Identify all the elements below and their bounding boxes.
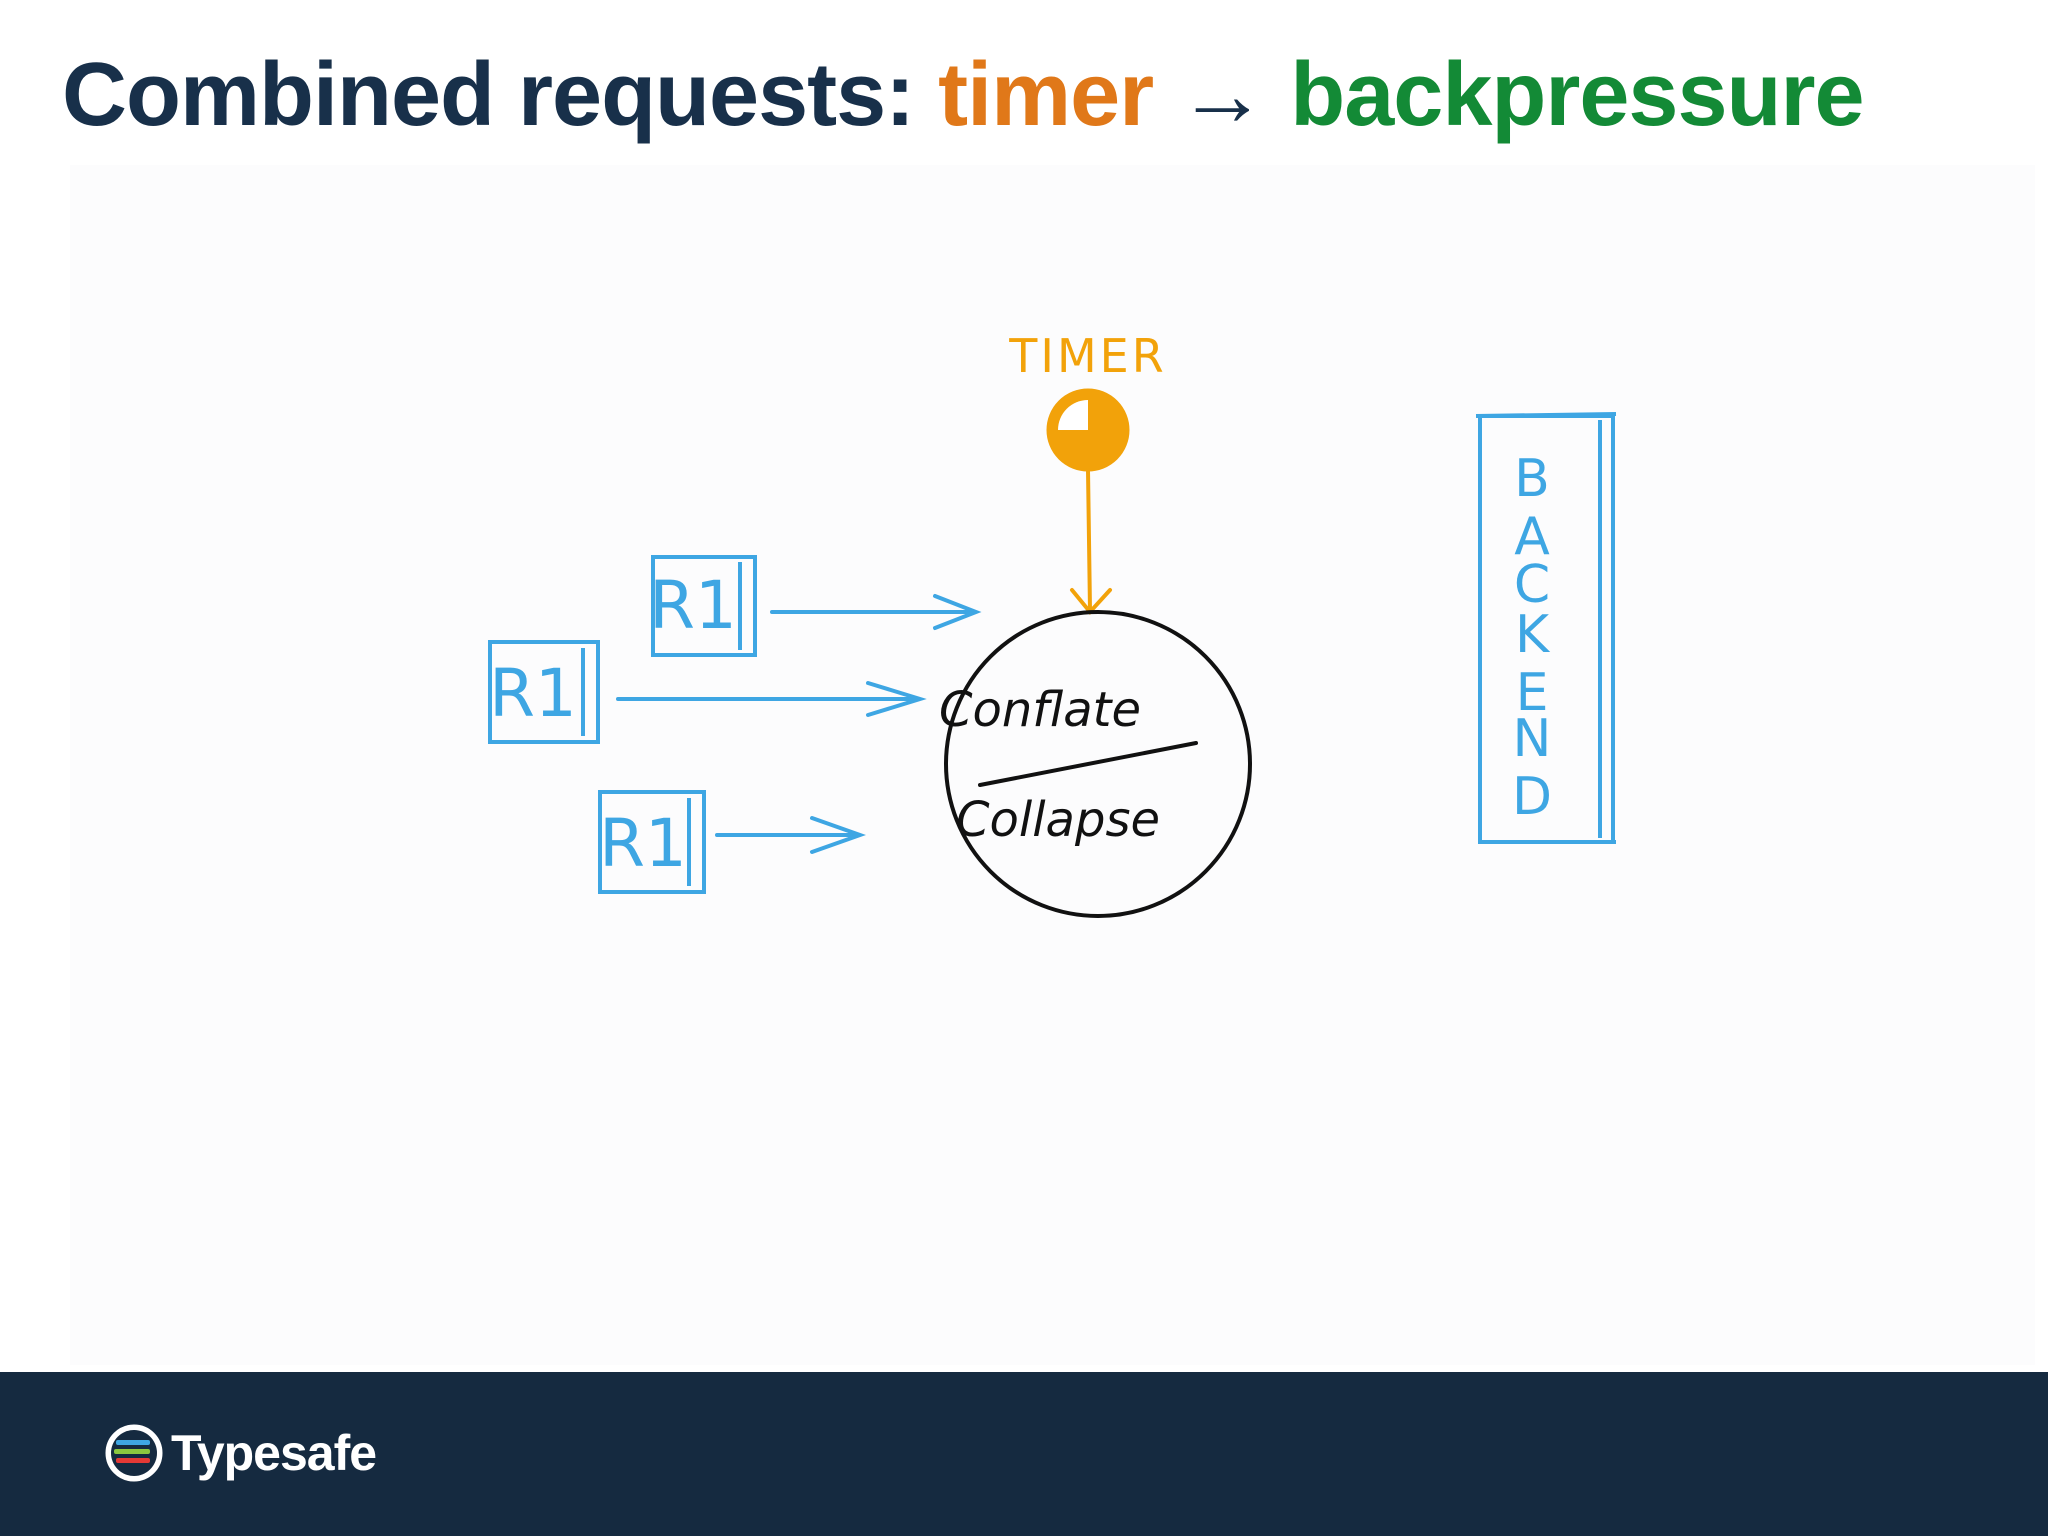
backend-letter: C <box>1514 555 1550 615</box>
timer-arrow <box>1070 468 1112 616</box>
request-label: R1 <box>599 805 687 882</box>
footer-bar <box>0 1372 2048 1536</box>
request-label: R1 <box>649 567 737 644</box>
title-backpressure-word: backpressure <box>1290 45 1864 145</box>
backend-box: B A C K E N D <box>1475 412 1617 844</box>
backend-letter: B <box>1514 449 1550 509</box>
conflate-label: Conflate <box>939 682 1141 738</box>
backend-letter: K <box>1515 605 1551 665</box>
backend-letter: N <box>1513 709 1552 769</box>
brand-name: Typesafe <box>171 1425 377 1481</box>
conflate-collapse-circle <box>944 610 1252 918</box>
backend-letter: A <box>1514 507 1550 567</box>
request-arrow <box>616 681 927 717</box>
typesafe-logo-icon <box>105 1424 163 1482</box>
timer-clock-icon <box>1046 388 1130 472</box>
request-label: R1 <box>489 655 577 732</box>
collapse-label: Collapse <box>956 792 1160 848</box>
request-arrow <box>770 594 982 630</box>
whiteboard-area <box>70 165 2035 1365</box>
request-box: R1 <box>598 790 706 894</box>
backend-letter: D <box>1512 767 1552 827</box>
request-arrow <box>715 816 866 854</box>
title-timer-word: timer <box>938 45 1154 145</box>
slide-title: Combined requests: timer → backpressure <box>62 30 1865 160</box>
request-box: R1 <box>488 640 600 744</box>
title-prefix: Combined requests: <box>62 45 939 145</box>
title-arrow: → <box>1177 45 1267 145</box>
request-box: R1 <box>649 555 757 657</box>
typesafe-logo: Typesafe <box>103 1418 377 1488</box>
backend-letter: E <box>1516 663 1549 723</box>
timer-label: TIMER <box>1008 329 1166 383</box>
